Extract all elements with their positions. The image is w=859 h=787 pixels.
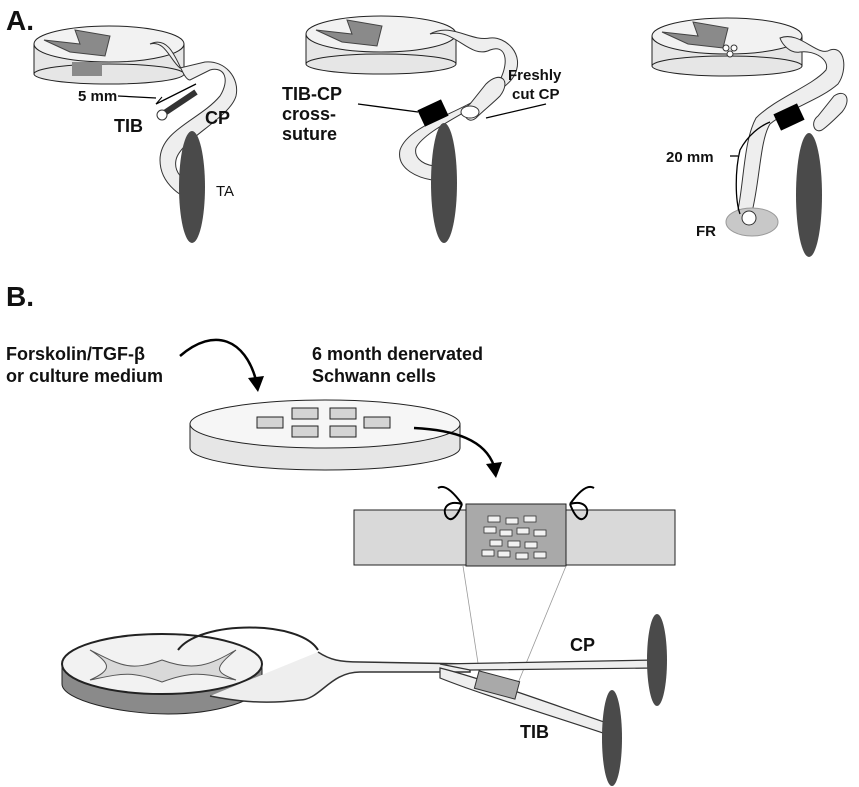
ta-label: TA	[216, 183, 234, 200]
fresh-cut-label-2: cut CP	[512, 86, 560, 103]
cp-label-b: CP	[570, 635, 595, 655]
suture-arrow	[358, 104, 418, 112]
measure-20mm-label: 20 mm	[666, 149, 714, 166]
fr-graft-end	[742, 211, 756, 225]
panel-b-label: B.	[6, 281, 34, 312]
fresh-cut-arrow	[486, 104, 546, 118]
treatment-label-2: or culture medium	[6, 366, 163, 386]
suture-label-1: TIB-CP	[282, 84, 342, 104]
ta-muscle-3	[796, 133, 822, 257]
zoom-line-left	[463, 566, 480, 676]
tib-label-b: TIB	[520, 722, 549, 742]
cells-label-1: 6 month denervated	[312, 344, 483, 364]
cp-nerve	[440, 660, 655, 670]
measure-5mm-label: 5 mm	[78, 88, 117, 105]
tib-stump-end-1	[157, 110, 167, 120]
panel-a-label: A.	[6, 5, 34, 36]
spinal-cord-3	[652, 18, 802, 76]
treatment-arrow	[180, 340, 256, 380]
tib-label-a1: TIB	[114, 116, 143, 136]
tib-muscle	[602, 690, 622, 786]
fresh-cut-label-1: Freshly	[508, 67, 562, 84]
treatment-label-1: Forskolin/TGF-β	[6, 344, 145, 364]
fr-label: FR	[696, 223, 716, 240]
cp-label-a1: CP	[205, 108, 230, 128]
ta-muscle-2	[431, 123, 457, 243]
spinal-cord-2	[306, 16, 456, 74]
cp-stump-3	[814, 93, 847, 130]
culture-dish	[190, 400, 460, 470]
suture-label-2: cross-	[282, 104, 336, 124]
spinal-cord-1	[34, 26, 184, 84]
suture-label-3: suture	[282, 124, 337, 144]
conduit-repair	[354, 487, 675, 566]
cells-label-2: Schwann cells	[312, 366, 436, 386]
ta-muscle-1	[179, 131, 205, 243]
fresh-cp-end	[461, 106, 479, 118]
cp-muscle	[647, 614, 667, 706]
